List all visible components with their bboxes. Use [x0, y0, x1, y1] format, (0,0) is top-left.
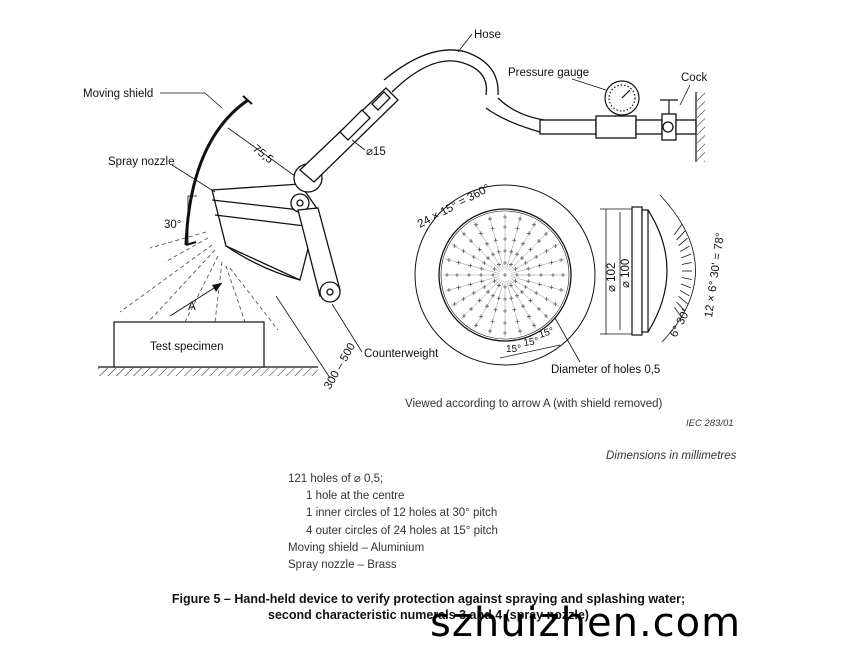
hole-ray [473, 221, 503, 270]
figure-caption-line1: Figure 5 – Hand-held device to verify pr… [171, 592, 686, 606]
handle-pipe [299, 87, 399, 183]
nozzle-face-view [414, 184, 596, 366]
hole-ray [507, 280, 537, 329]
hose-label: Hose [474, 29, 501, 41]
dimension-300-500: 300 – 500 [275, 295, 358, 392]
fan-tick [679, 289, 690, 297]
nozzle-side-view [631, 206, 668, 336]
specification-notes: 121 holes of ⌀ 0,5; 1 hole at the centre… [288, 471, 498, 574]
note-line: 1 hole at the centre [306, 490, 405, 503]
dia-102-label: ⌀ 102 [606, 263, 618, 292]
hole-ray [506, 280, 522, 335]
angle-6-30-label: 6° 30' [668, 308, 692, 339]
hole-ray [507, 221, 537, 270]
hole-ray [510, 258, 565, 274]
fan-tick [676, 230, 686, 241]
fan-tick [681, 262, 692, 265]
fan-tick [678, 237, 688, 246]
pitch-labels: 15° 15° 15° [499, 326, 561, 359]
test-specimen-label: Test specimen [150, 341, 224, 353]
cock-label: Cock [681, 72, 707, 84]
floor-hatching [98, 366, 318, 376]
svg-text:A: A [188, 301, 196, 313]
pressure-gauge-label: Pressure gauge [508, 67, 589, 79]
fan-tick [680, 283, 692, 289]
svg-text:15°: 15° [506, 344, 521, 355]
dimension-75-5: 75,5 [227, 127, 296, 177]
nozzle-hole [503, 273, 507, 277]
dim-15-label: ⌀15 [366, 146, 386, 158]
note-line: Moving shield – Aluminium [288, 541, 425, 554]
hole-ray [509, 279, 549, 319]
hole-ray [445, 258, 500, 274]
hole-ray [509, 231, 549, 271]
cock-valve [660, 99, 678, 114]
fan-tick [680, 253, 692, 259]
diameter-dimensions [600, 208, 632, 335]
hole-ray [451, 243, 500, 273]
note-line: 4 outer circles of 24 holes at 15° pitch [306, 524, 498, 537]
angle-fan [659, 194, 696, 343]
fan-tick [681, 277, 692, 280]
hole-ray [488, 280, 504, 335]
test-specimen-block [113, 321, 265, 368]
arc-24x15-label: 24 × 15° = 360° [416, 182, 492, 230]
arrow-a: A [169, 282, 223, 317]
hole-ray [451, 277, 500, 307]
watermark: szhuizhen.com [430, 600, 742, 646]
hose [383, 49, 545, 133]
dia-100-label: ⌀ 100 [620, 259, 632, 288]
fan-tick [674, 307, 683, 319]
spray-nozzle-label: Spray nozzle [108, 156, 174, 168]
fan-tick [674, 223, 683, 235]
svg-text:75,5: 75,5 [250, 143, 275, 166]
hole-ray [510, 243, 559, 273]
spray-pattern [119, 231, 279, 331]
dimensions-note: Dimensions in millimetres [606, 450, 737, 462]
note-line: Spray nozzle – Brass [288, 559, 397, 572]
moving-shield-label: Moving shield [83, 88, 153, 100]
svg-text:15°: 15° [523, 336, 540, 349]
iec-reference: IEC 283/01 [686, 418, 734, 429]
figure-caption-line2: second characteristic numerals 3 and 4 (… [268, 608, 589, 622]
svg-text:15°: 15° [538, 326, 556, 341]
hole-ray [488, 215, 504, 270]
hole-diameter-label: Diameter of holes 0,5 [551, 364, 660, 376]
hole-ray [510, 276, 565, 292]
svg-text:300 – 500: 300 – 500 [322, 341, 358, 391]
counterweight-arm [297, 207, 341, 303]
wall-hatching [695, 92, 705, 162]
hole-ray [506, 215, 522, 270]
hole-ray [461, 279, 501, 319]
fan-tick [678, 296, 688, 305]
fan-tick [679, 245, 690, 253]
angle-30-label: 30° [164, 219, 181, 231]
counterweight-label: Counterweight [364, 348, 439, 360]
supply-pipe [539, 113, 697, 141]
hole-ray [445, 276, 500, 292]
pressure-gauge [604, 80, 640, 116]
fan-tick [676, 301, 686, 312]
note-line: 121 holes of ⌀ 0,5; [288, 473, 384, 485]
viewed-note: Viewed according to arrow A (with shield… [405, 398, 663, 410]
arc-12x6-label: 12 × 6° 30' = 78° [703, 232, 727, 318]
spray-nozzle-head [211, 163, 323, 281]
hole-ray [461, 231, 501, 271]
hole-ray [473, 280, 503, 329]
note-line: 1 inner circles of 12 holes at 30° pitch [306, 507, 498, 520]
hole-ray [510, 277, 559, 307]
